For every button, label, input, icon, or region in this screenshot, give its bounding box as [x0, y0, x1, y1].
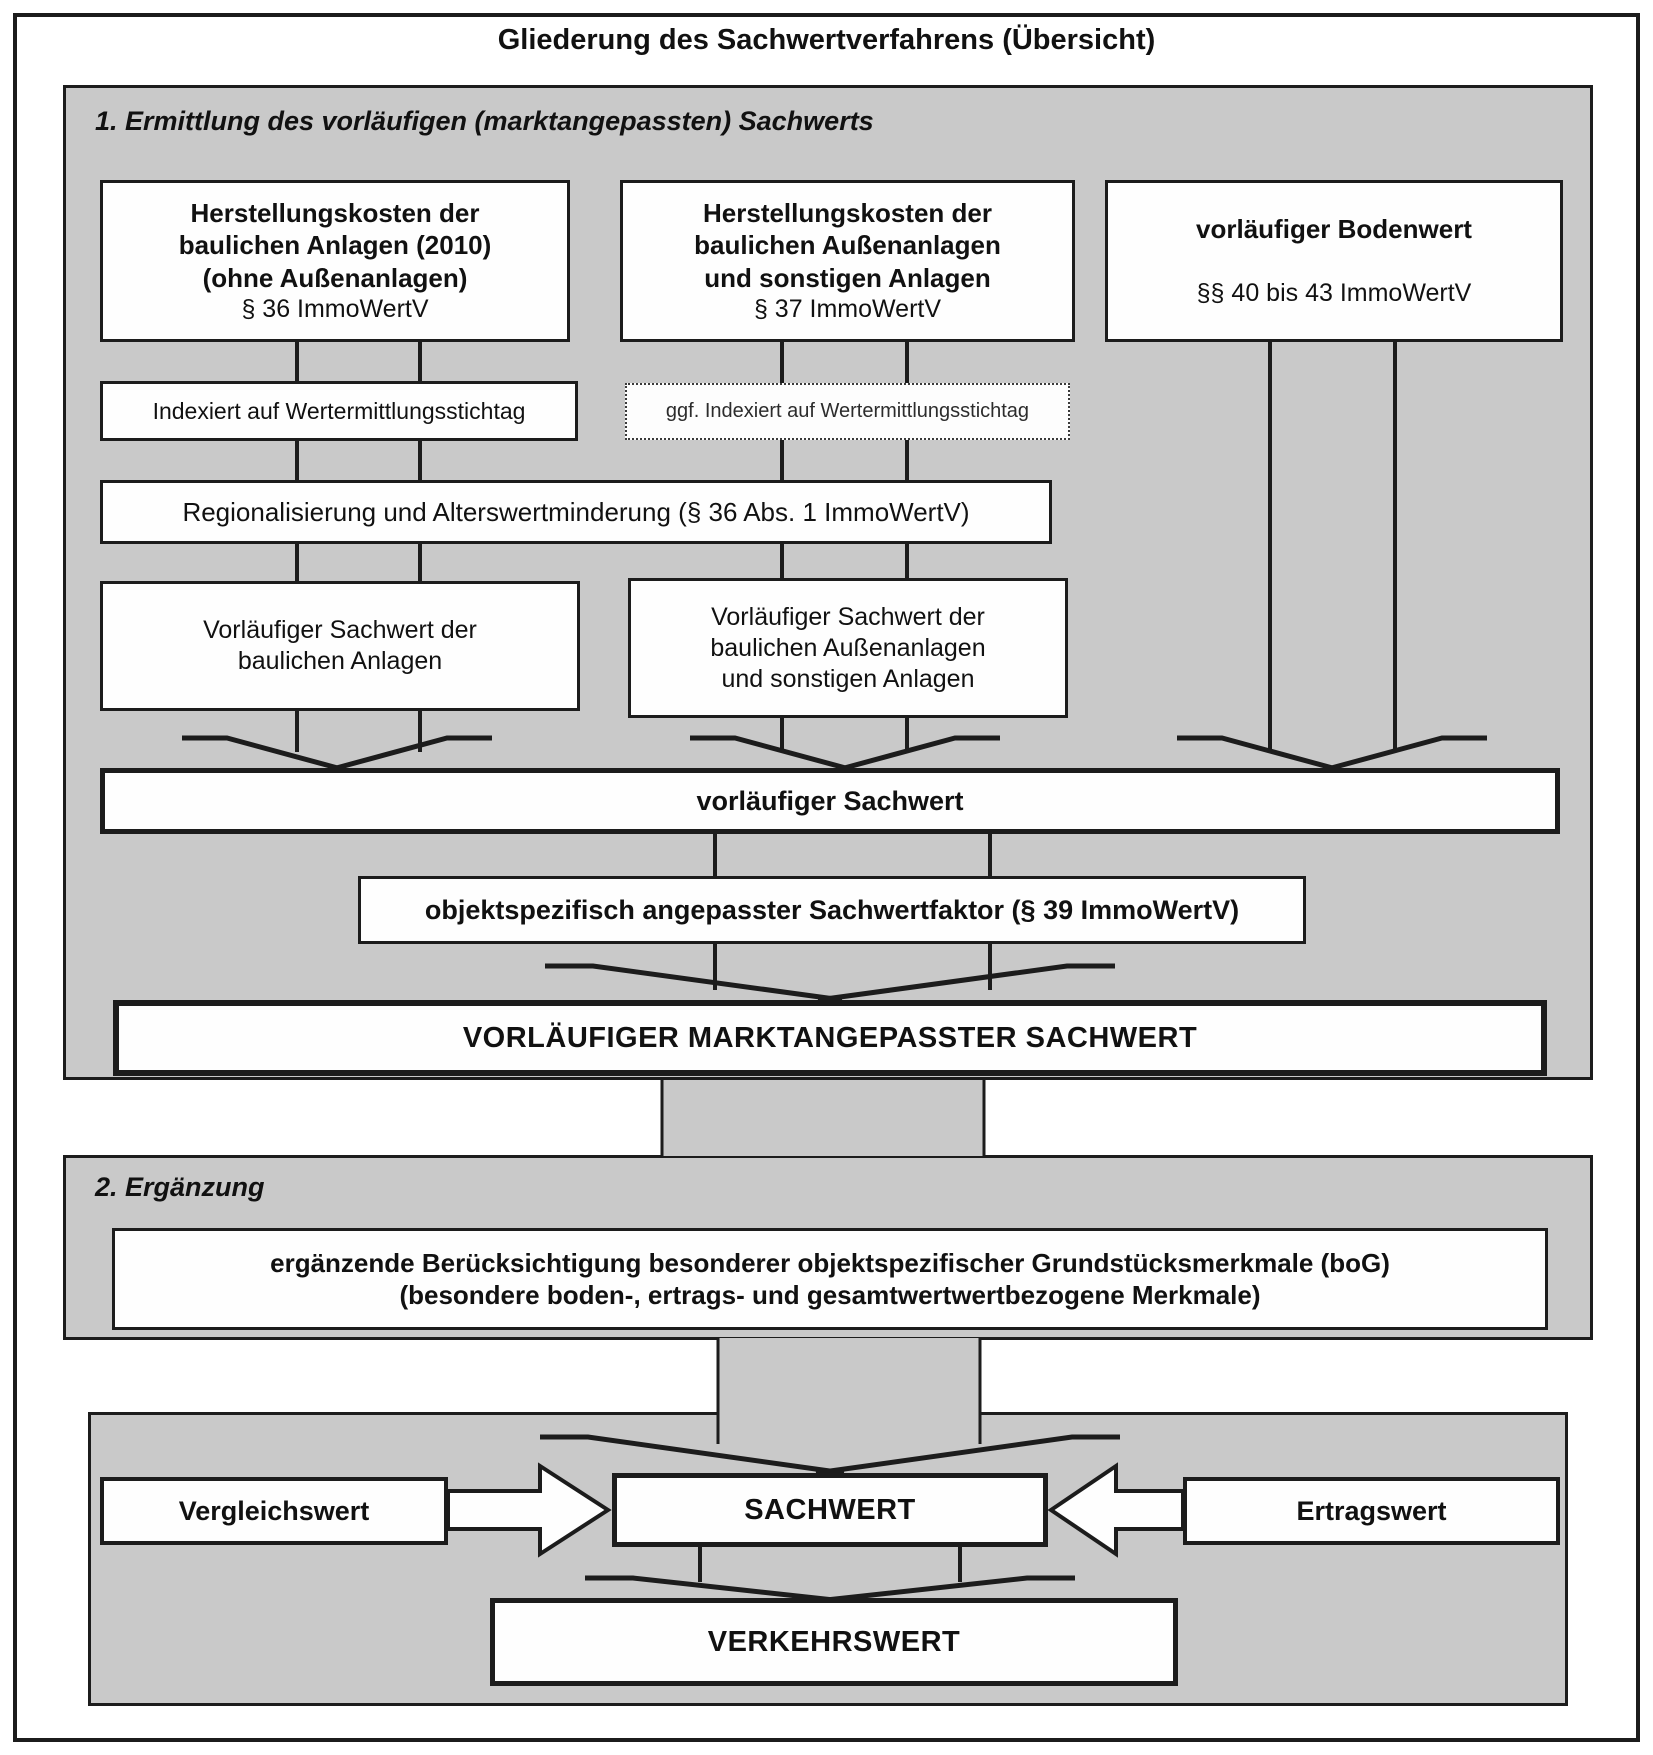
box-ertragswert: Ertragswert: [1183, 1477, 1560, 1545]
box-line: (besondere boden-, ertrags- und gesamtwe…: [399, 1280, 1261, 1310]
arrow-vergleichswert-to-sachwert: [446, 1462, 612, 1558]
box-line: Herstellungskosten der: [703, 198, 992, 229]
arrow-down-into-sachwert: [540, 1434, 1120, 1476]
box-vorl-sachwert-bauliche-anlagen: Vorläufiger Sachwert der baulichen Anlag…: [100, 581, 580, 711]
section1-to-section2-band: [660, 1080, 986, 1156]
box-line: und sonstigen Anlagen: [721, 664, 975, 693]
box-bog: ergänzende Berücksichtigung besonderer o…: [112, 1228, 1548, 1330]
arrow-down-into-verkehrswert: [585, 1575, 1075, 1604]
diagram-title: Gliederung des Sachwertverfahrens (Übers…: [497, 24, 1156, 56]
box-paragraph-ref: § 37 ImmoWertV: [753, 294, 942, 323]
box-indexiert-ggf: ggf. Indexiert auf Wertermittlungssticht…: [625, 383, 1070, 440]
box-vorl-sachwert-aussenanlagen: Vorläufiger Sachwert der baulichen Außen…: [628, 578, 1068, 718]
box-line: Indexiert auf Wertermittlungsstichtag: [152, 397, 526, 424]
box-regionalisierung: Regionalisierung und Alterswertminderung…: [100, 480, 1052, 544]
box-sachwert: SACHWERT: [612, 1473, 1048, 1547]
box-line: (ohne Außenanlagen): [202, 262, 468, 293]
box-label: VERKEHRSWERT: [707, 1625, 961, 1658]
box-line: baulichen Anlagen (2010): [178, 230, 492, 261]
arrow-down-into-vorl-sachwert: [182, 735, 1487, 773]
arrow-down-into-marktangepasster-sachwert: [545, 963, 1115, 1003]
box-line: Vorläufiger Sachwert der: [203, 616, 477, 644]
bar-label: vorläufiger Sachwert: [696, 785, 964, 816]
box-line: baulichen Anlagen: [237, 647, 443, 675]
box-line: baulichen Außenanlagen: [694, 230, 1001, 261]
box-label: Ertragswert: [1296, 1495, 1447, 1526]
box-herstellungskosten-bauliche-anlagen: Herstellungskosten der baulichen Anlagen…: [100, 180, 570, 342]
box-paragraph-ref: § 36 ImmoWertV: [241, 294, 429, 323]
box-paragraph-ref: §§ 40 bis 43 ImmoWertV: [1196, 278, 1472, 307]
box-indexiert: Indexiert auf Wertermittlungsstichtag: [100, 381, 578, 441]
box-title: vorläufiger Bodenwert: [1196, 214, 1472, 245]
arrow-ertragswert-to-sachwert: [1047, 1462, 1185, 1558]
box-line: und sonstigen Anlagen: [704, 262, 991, 293]
box-line: objektspezifisch angepasster Sachwertfak…: [424, 894, 1240, 925]
box-vergleichswert: Vergleichswert: [100, 1477, 448, 1545]
bar-vorlaeufiger-sachwert: vorläufiger Sachwert: [100, 768, 1560, 834]
box-vorlaeufiger-bodenwert: vorläufiger Bodenwert §§ 40 bis 43 ImmoW…: [1105, 180, 1563, 342]
box-line: Herstellungskosten der: [190, 198, 480, 229]
box-line: ggf. Indexiert auf Wertermittlungssticht…: [665, 400, 1030, 422]
box-line: ergänzende Berücksichtigung besonderer o…: [270, 1247, 1390, 1278]
box-line: baulichen Außenanlagen: [710, 633, 986, 662]
box-line: Vorläufiger Sachwert der: [711, 602, 985, 631]
box-herstellungskosten-aussenanlagen: Herstellungskosten der baulichen Außenan…: [620, 180, 1075, 342]
section1-heading: 1. Ermittlung des vorläufigen (marktange…: [95, 106, 874, 136]
box-label: Vergleichswert: [178, 1495, 370, 1526]
outer-frame: [13, 13, 1640, 1742]
bar-label: VORLÄUFIGER MARKTANGEPASSTER SACHWERT: [462, 1021, 1198, 1054]
bar-marktangepasster-sachwert: VORLÄUFIGER MARKTANGEPASSTER SACHWERT: [113, 1000, 1547, 1076]
box-sachwertfaktor: objektspezifisch angepasster Sachwertfak…: [358, 876, 1306, 944]
section2-to-section3-band: [716, 1338, 982, 1444]
box-line: Regionalisierung und Alterswertminderung…: [182, 496, 970, 527]
section2-heading: 2. Ergänzung: [95, 1172, 265, 1202]
box-label: SACHWERT: [744, 1493, 916, 1526]
box-verkehrswert: VERKEHRSWERT: [490, 1598, 1178, 1686]
